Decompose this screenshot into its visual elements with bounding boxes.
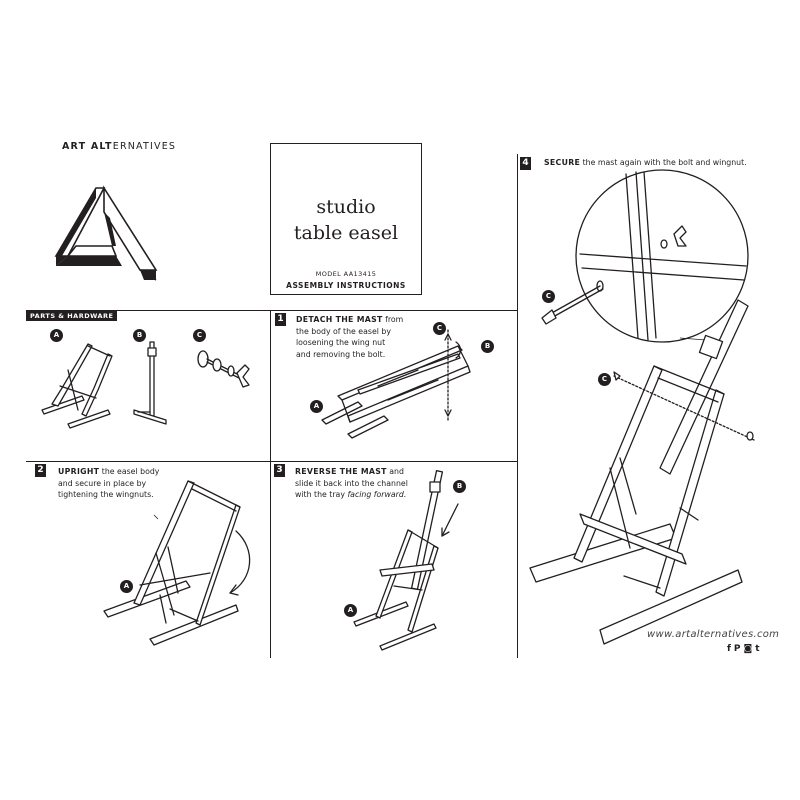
step-1-label-c: C	[433, 322, 446, 335]
facebook-icon[interactable]: f	[727, 644, 734, 654]
step-3-label-a: A	[344, 604, 357, 617]
step-4-label-c-detail: C	[542, 290, 555, 303]
step-4-text: SECURE the mast again with the bolt and …	[544, 158, 747, 167]
bolt-wingnut-icon	[197, 350, 250, 388]
step-1-easel-illustration	[321, 329, 471, 439]
step-2-label-a: A	[120, 580, 133, 593]
divider-top	[26, 310, 517, 311]
step-3-easel-illustration	[353, 470, 459, 651]
model-number: MODEL AA13415	[315, 270, 377, 278]
part-badge-a: A	[50, 329, 63, 342]
step-1-text: DETACH THE MAST from the body of the eas…	[296, 315, 404, 359]
step-4-easel-illustration	[529, 169, 755, 645]
step-1-label-a: A	[310, 400, 323, 413]
twitter-icon[interactable]: t	[755, 644, 763, 654]
step-3-text: REVERSE THE MAST and slide it back into …	[295, 467, 408, 499]
part-badge-b: B	[133, 329, 146, 342]
step-2-text: UPRIGHT the easel body and secure in pla…	[58, 467, 160, 499]
step-2-easel-illustration	[103, 480, 251, 646]
trademark: ™	[146, 278, 151, 284]
parts-header: PARTS & HARDWARE	[26, 311, 118, 321]
step-3-number: 3	[274, 464, 285, 477]
step-1-label-b: B	[481, 340, 494, 353]
social-icons: fP◙t	[727, 644, 763, 654]
step-4-number: 4	[520, 157, 531, 170]
assembly-subtitle: ASSEMBLY INSTRUCTIONS	[286, 281, 406, 290]
part-badge-c: C	[193, 329, 206, 342]
divider-vertical-right	[517, 154, 518, 658]
mast-icon	[133, 341, 167, 425]
divider-vertical-left	[270, 310, 271, 658]
step-1-number: 1	[275, 313, 286, 326]
pinterest-icon[interactable]: P	[733, 644, 744, 654]
impossible-triangle-a-logo	[54, 185, 158, 281]
website-url[interactable]: www.artalternatives.com	[647, 629, 780, 640]
instagram-icon[interactable]: ◙	[743, 644, 756, 654]
brand-name: ART ALTERNATIVES	[62, 141, 177, 152]
step-2-number: 2	[35, 464, 46, 477]
divider-middle	[26, 461, 517, 462]
easel-body-icon	[41, 343, 113, 429]
step-4-label-c: C	[598, 373, 611, 386]
step-3-label-b: B	[453, 480, 466, 493]
